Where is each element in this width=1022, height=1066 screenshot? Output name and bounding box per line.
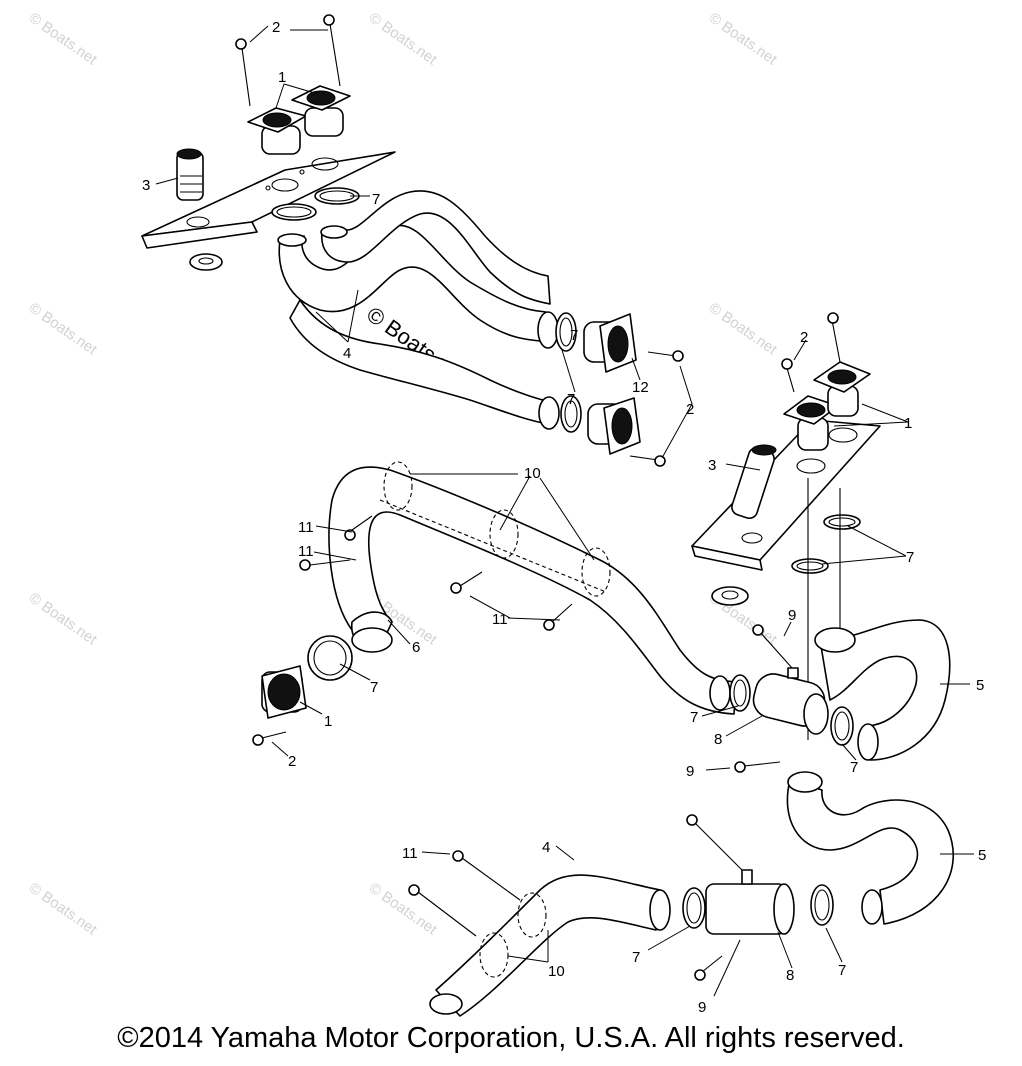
watermark: © Boats.net [366, 9, 441, 68]
callout-3: 3 [142, 177, 150, 194]
callout-9: 9 [686, 763, 694, 780]
bottom-assembly [408, 814, 834, 1017]
callout-7: 7 [850, 759, 858, 776]
copyright-notice: ©2014 Yamaha Motor Corporation, U.S.A. A… [117, 1022, 905, 1054]
callout-1: 1 [324, 713, 332, 730]
watermark: © Boats.net [26, 589, 101, 648]
callout-9: 9 [788, 607, 796, 624]
hose-5-lower [786, 779, 954, 925]
callout-7: 7 [567, 391, 575, 408]
callout-2: 2 [272, 19, 280, 36]
callout-3: 3 [708, 457, 716, 474]
left-outlet-assembly [252, 635, 353, 746]
callout-7: 7 [632, 949, 640, 966]
callout-2: 2 [288, 753, 296, 770]
callout-7: 7 [372, 191, 380, 208]
callout-11: 11 [298, 543, 314, 560]
callout-labels: 2 1 3 7 4 7 7 12 2 2 1 3 7 10 11 11 11 6… [142, 19, 986, 1016]
right-lower-assembly [729, 619, 954, 925]
leader-lines [155, 25, 974, 997]
callout-10: 10 [524, 465, 541, 482]
callout-2: 2 [686, 401, 694, 418]
top-left-assembly [141, 14, 684, 467]
callout-7: 7 [906, 549, 914, 566]
callout-7: 7 [838, 962, 846, 979]
callout-11: 11 [298, 519, 314, 536]
callout-5: 5 [978, 847, 986, 864]
callout-4: 4 [542, 839, 550, 856]
callout-2: 2 [800, 329, 808, 346]
callout-5: 5 [976, 677, 984, 694]
callout-9: 9 [698, 999, 706, 1016]
callout-4: 4 [343, 345, 351, 362]
callout-10: 10 [548, 963, 565, 980]
callout-11: 11 [492, 611, 508, 628]
callout-7: 7 [370, 679, 378, 696]
callout-8: 8 [786, 967, 794, 984]
callout-1: 1 [904, 415, 912, 432]
watermark: © Boats.net [706, 9, 781, 68]
outlet-vent-12 [583, 313, 641, 455]
callout-1: 1 [278, 69, 286, 86]
center-hose-assembly [299, 461, 737, 715]
callout-11: 11 [402, 845, 418, 862]
callout-8: 8 [714, 731, 722, 748]
watermark: © Boats.net [366, 879, 441, 938]
right-upper-assembly [691, 312, 881, 740]
watermark: © Boats.net [706, 299, 781, 358]
callout-7: 7 [570, 327, 578, 344]
callout-7: 7 [690, 709, 698, 726]
watermark: © Boats.net [26, 879, 101, 938]
callout-12: 12 [632, 379, 649, 396]
callout-6: 6 [412, 639, 420, 656]
watermark: © Boats.net [26, 299, 101, 358]
hose-5-upper [819, 619, 951, 761]
outlet-vent-top [247, 85, 351, 155]
watermark: © Boats.net [26, 9, 101, 68]
